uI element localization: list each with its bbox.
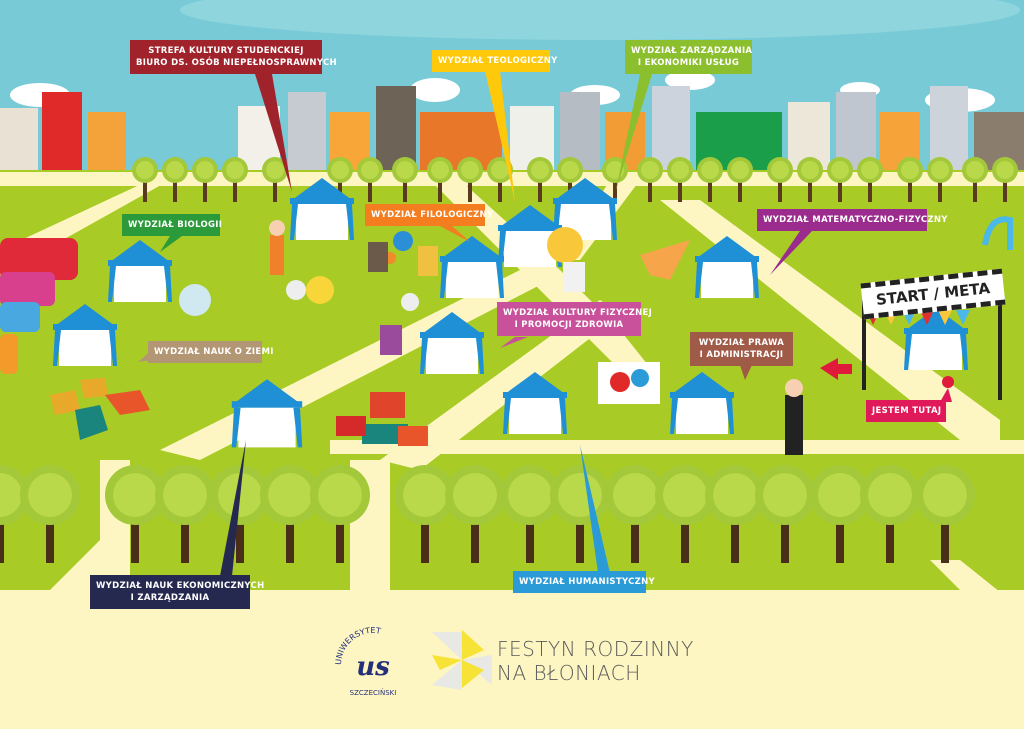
label-line: Wydział Nauk Ekonomicznych (96, 581, 265, 591)
svg-text:us: us (356, 652, 390, 682)
label-line: i Promocji Zdrowia (514, 320, 624, 330)
label-wydzial-filologiczny: Wydział Filologiczny (365, 204, 494, 226)
label-jestem-tutaj: Jestem tutaj (866, 400, 946, 422)
label-wydzial-prawa: Wydział Prawa i Administracji (690, 332, 793, 366)
label-wydzial-biologii: Wydział Biologii (122, 214, 223, 236)
label-wydzial-zarzadzania: Wydział Zarządzania i Ekonomiki Usług (625, 40, 752, 74)
event-title-line1: FESTYN RODZINNY (497, 637, 694, 661)
label-wydzial-nauk-o-ziemi: Wydział Nauk o Ziemi (148, 341, 274, 363)
label-wydzial-nauk-ekonomicznych: Wydział Nauk Ekonomicznych i Zarządzania (90, 575, 265, 609)
label-line: Wydział Humanistyczny (519, 577, 655, 587)
svg-text:SZCZECIŃSKI: SZCZECIŃSKI (350, 688, 397, 697)
label-wydzial-kultury-fizycznej: Wydział Kultury Fizycznej i Promocji Zdro… (497, 302, 653, 336)
label-strefa-kultury: Strefa Kultury StudenckiejBiuro ds. Osób… (130, 40, 337, 74)
label-line: i Ekonomiki Usług (637, 58, 740, 68)
label-line: Wydział Matematyczno-Fizyczny (763, 215, 948, 225)
label-line: Jestem tutaj (872, 406, 942, 416)
university-logo: UNIWERSYTET SZCZECIŃSKI us (334, 626, 397, 697)
label-line: Biuro ds. Osób Niepełnosprawnych (136, 58, 337, 68)
label-line: Wydział Kultury Fizycznej (503, 308, 653, 318)
label-line: Wydział Nauk o Ziemi (154, 347, 274, 357)
label-line: Wydział Biologii (128, 220, 223, 230)
label-wydzial-humanistyczny: Wydział Humanistyczny (513, 571, 655, 593)
label-line: Wydział Prawa (698, 338, 785, 348)
label-line: Strefa Kultury Studenckiej (148, 46, 304, 56)
label-line: Wydział Filologiczny (371, 210, 494, 220)
label-line: i Zarządzania (130, 593, 210, 603)
label-wydzial-teologiczny: Wydział Teologiczny (432, 50, 558, 72)
label-line: i Administracji (699, 350, 784, 360)
label-line: Wydział Teologiczny (438, 56, 558, 66)
event-logo-text: FESTYN RODZINNY NA BŁONIACH (497, 637, 694, 685)
event-title-line2: NA BŁONIACH (497, 661, 641, 685)
label-line: Wydział Zarządzania (631, 46, 753, 56)
label-wydzial-matfiz: Wydział Matematyczno-Fizyczny (757, 209, 948, 231)
